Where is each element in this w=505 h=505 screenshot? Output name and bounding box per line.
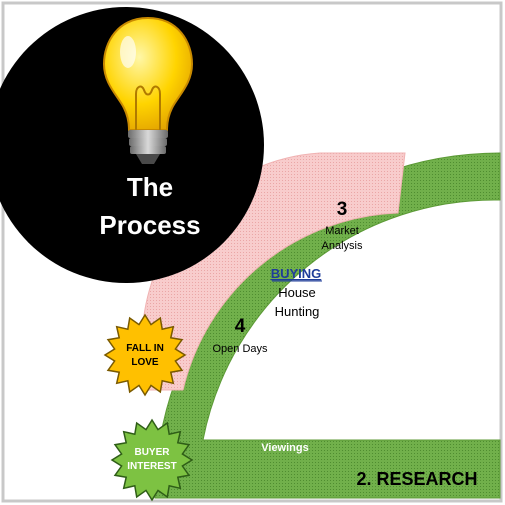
- fall-in-love-line-2: LOVE: [131, 357, 159, 368]
- selling-step-label-2: Property: [415, 270, 461, 282]
- buyer-interest-line-2: INTEREST: [127, 461, 176, 472]
- selling-heading: SELLING: [353, 344, 409, 359]
- selling-count-label: Viewings: [261, 442, 308, 454]
- buying-step-label-2: Analysis: [322, 240, 363, 252]
- buyer-interest-badge: [110, 418, 194, 502]
- selling-step-number: 3: [433, 226, 444, 247]
- buyer-interest-badge-shape: [110, 418, 194, 502]
- title-line-1: The: [127, 172, 173, 202]
- selling-sub-label: Marketing: [350, 363, 411, 378]
- title-line-2: Process: [99, 210, 200, 240]
- selling-count: 4: [280, 414, 291, 435]
- buying-step-label-1: Market: [325, 225, 359, 237]
- buying-sub-1: House: [278, 285, 316, 300]
- buying-step-number: 3: [337, 199, 348, 220]
- buying-heading: BUYING: [271, 266, 322, 281]
- light-bulb-icon: [102, 16, 194, 164]
- selling-step-label-1: List: [428, 253, 448, 265]
- fall-in-love-badge: [103, 313, 187, 397]
- buying-count-label: Open Days: [212, 343, 268, 355]
- buyer-interest-line-1: BUYER: [134, 447, 170, 458]
- fall-in-love-badge-shape: [103, 313, 187, 397]
- fall-in-love-line-1: FALL IN: [126, 343, 164, 354]
- buying-count: 4: [235, 316, 246, 337]
- stage-label: 2. RESEARCH: [356, 469, 477, 489]
- buying-sub-2: Hunting: [275, 304, 320, 319]
